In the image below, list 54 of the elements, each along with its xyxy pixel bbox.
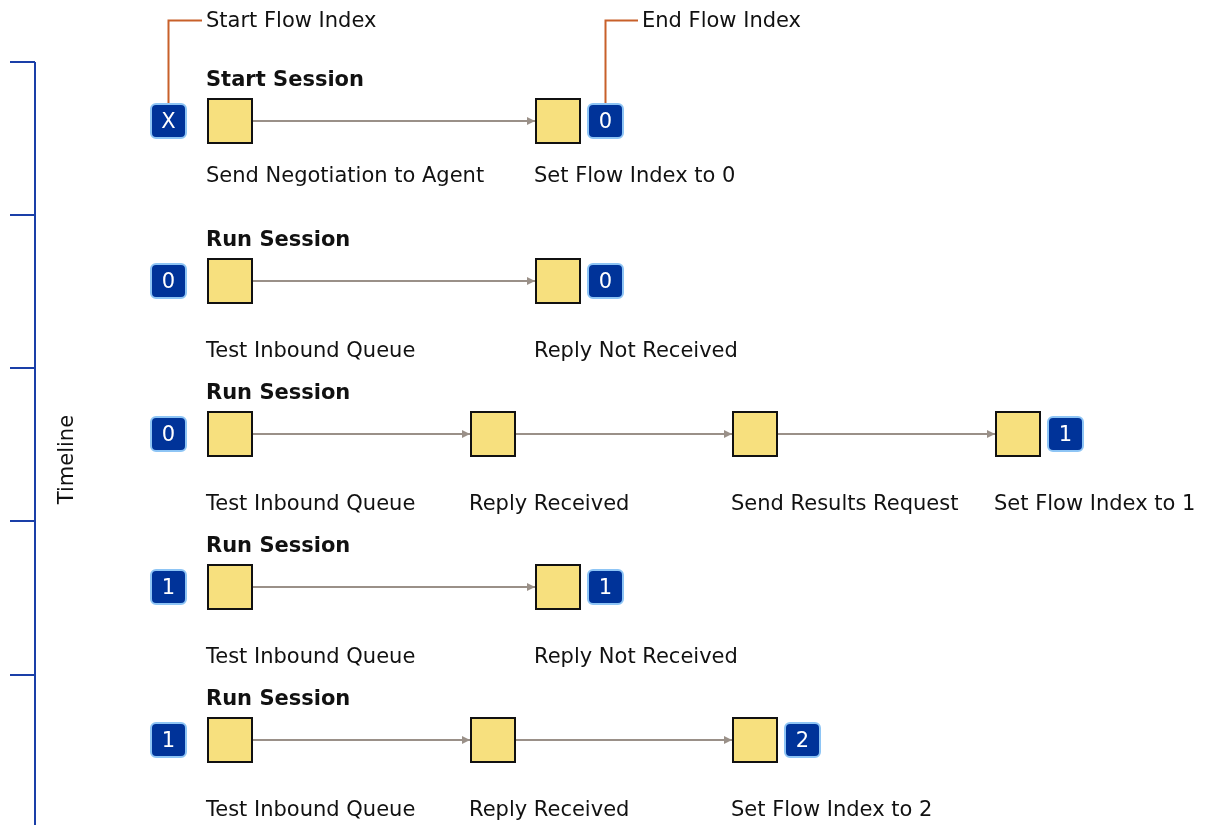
session-heading: Start Session	[206, 67, 364, 93]
process-box	[732, 411, 778, 457]
session-heading: Run Session	[206, 227, 351, 253]
leader-line	[167, 19, 203, 104]
step-caption: Test Inbound Queue	[206, 491, 416, 517]
process-box	[535, 258, 581, 304]
leader-line	[604, 19, 639, 104]
process-box	[207, 564, 253, 610]
process-box	[535, 98, 581, 144]
process-box	[995, 411, 1041, 457]
flow-index-badge: 0	[587, 103, 624, 139]
flow-index-badge: 0	[587, 263, 624, 299]
step-caption: Set Flow Index to 0	[534, 163, 736, 189]
step-caption: Send Negotiation to Agent	[206, 163, 485, 189]
step-caption: Reply Not Received	[534, 644, 738, 670]
flow-index-badge: 1	[587, 569, 624, 605]
process-box	[207, 98, 253, 144]
flow-index-badge: 1	[150, 722, 187, 758]
arrow	[252, 430, 471, 438]
session-heading: Run Session	[206, 380, 351, 406]
flow-index-badge: 1	[150, 569, 187, 605]
step-caption: Reply Received	[469, 797, 630, 823]
arrow	[252, 117, 536, 125]
process-box	[207, 717, 253, 763]
flow-index-badge: 2	[784, 722, 821, 758]
step-caption: Test Inbound Queue	[206, 338, 416, 364]
session-heading: Run Session	[206, 686, 351, 712]
flow-index-badge: X	[150, 103, 187, 139]
step-caption: Set Flow Index to 2	[731, 797, 933, 823]
session-heading: Run Session	[206, 533, 351, 559]
step-caption: Test Inbound Queue	[206, 644, 416, 670]
arrow	[252, 277, 536, 285]
step-caption: Reply Received	[469, 491, 630, 517]
process-box	[470, 717, 516, 763]
axis-title: Timeline	[54, 415, 80, 505]
arrow	[515, 736, 733, 744]
step-caption: Set Flow Index to 1	[994, 491, 1196, 517]
arrow	[777, 430, 996, 438]
flow-index-badge: 0	[150, 263, 187, 299]
flow-index-badge: 1	[1047, 416, 1084, 452]
process-box	[732, 717, 778, 763]
step-caption: Reply Not Received	[534, 338, 738, 364]
arrow	[252, 736, 471, 744]
process-box	[207, 411, 253, 457]
process-box	[207, 258, 253, 304]
flow-index-badge: 0	[150, 416, 187, 452]
step-caption: Send Results Request	[731, 491, 959, 517]
arrow	[252, 583, 536, 591]
callout-label: Start Flow Index	[206, 8, 377, 34]
step-caption: Test Inbound Queue	[206, 797, 416, 823]
arrow	[515, 430, 733, 438]
process-box	[470, 411, 516, 457]
process-box	[535, 564, 581, 610]
callout-label: End Flow Index	[642, 8, 801, 34]
